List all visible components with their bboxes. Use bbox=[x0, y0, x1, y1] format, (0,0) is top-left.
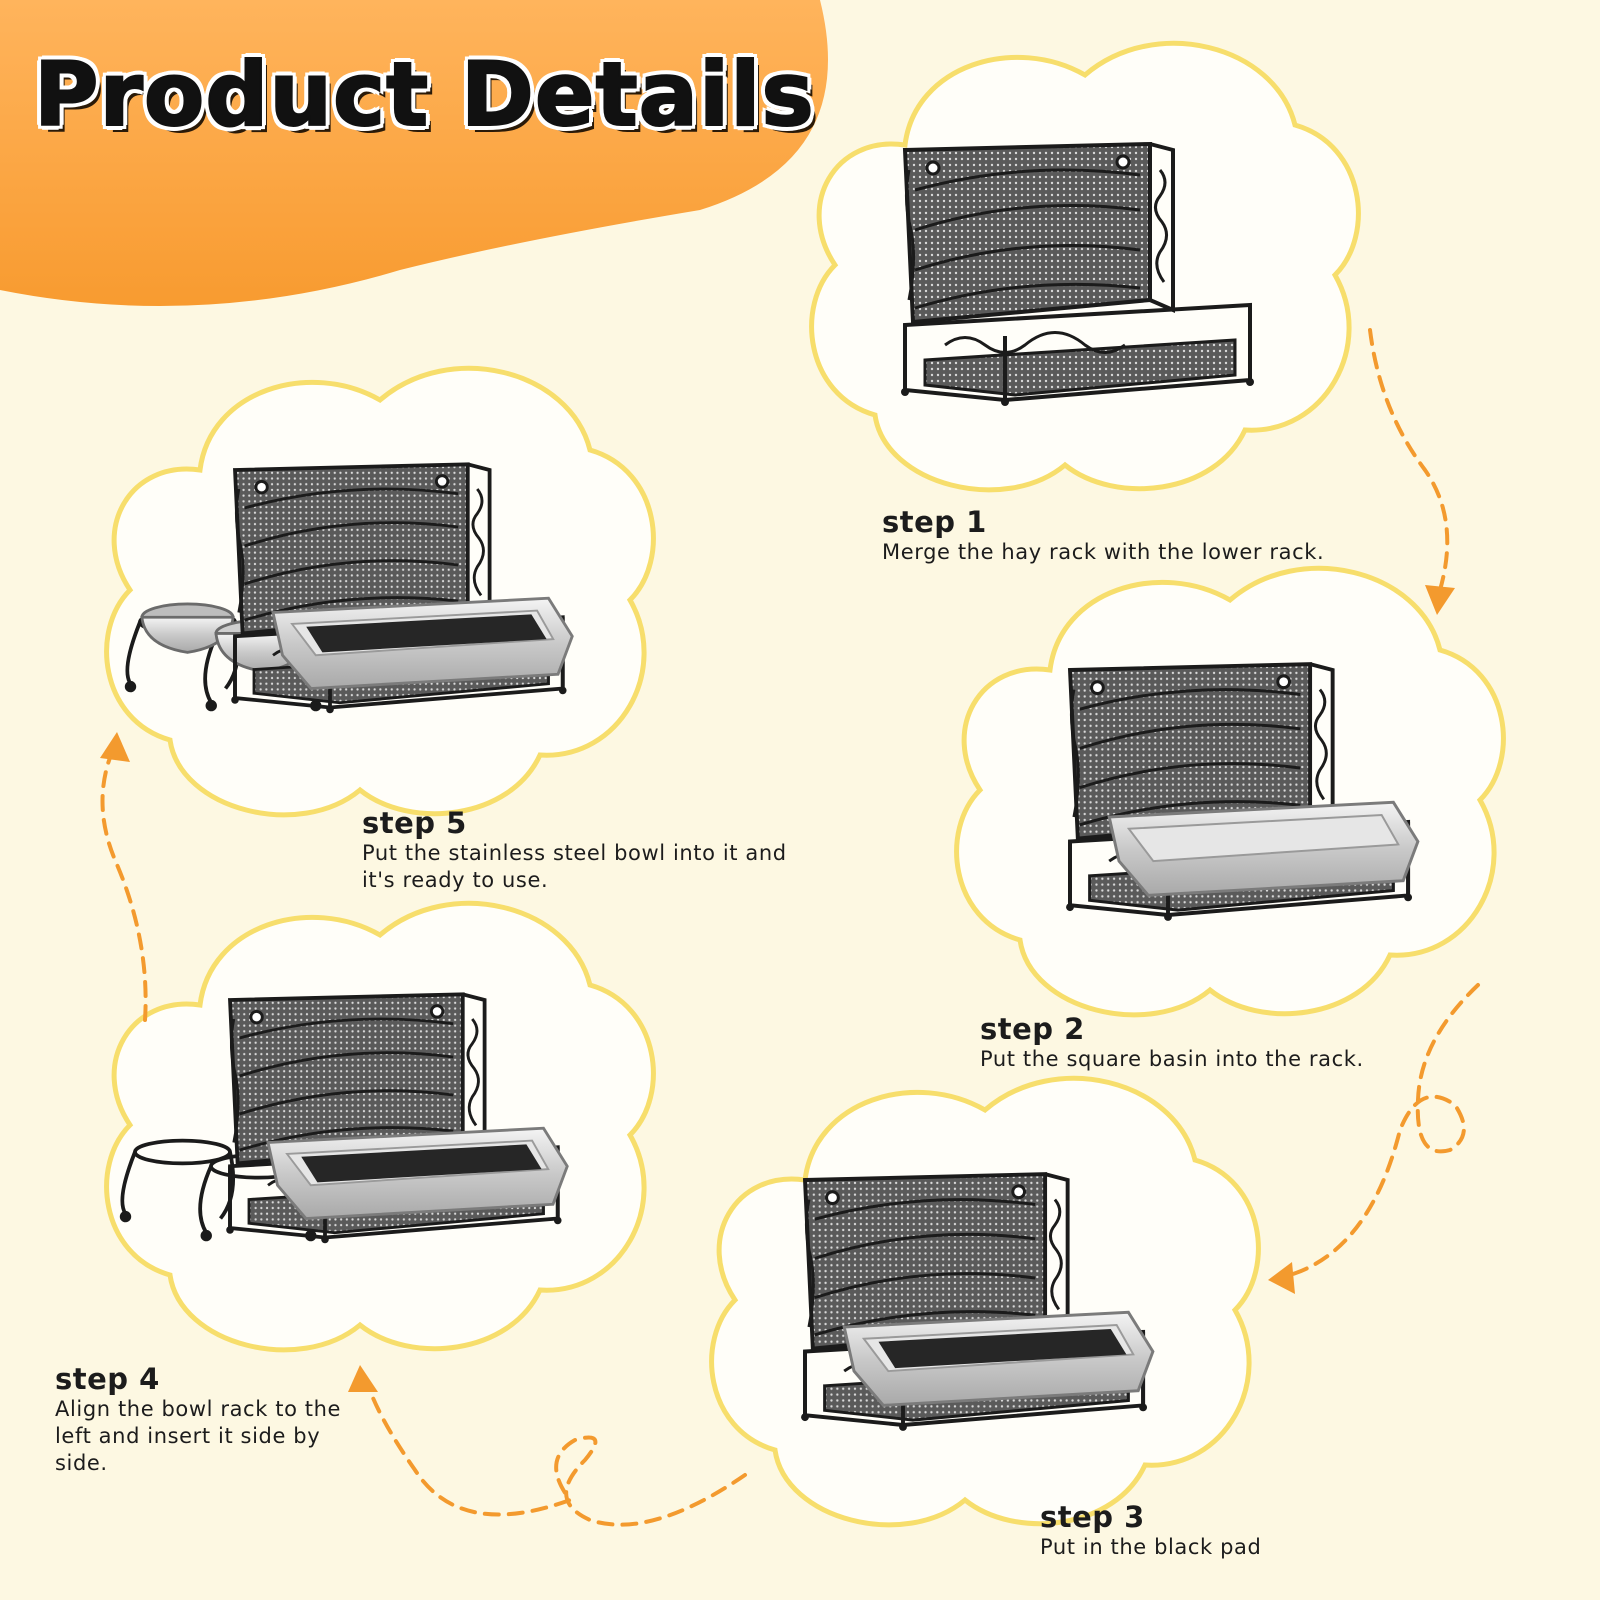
arrow-step1-to-step2 bbox=[1368, 328, 1450, 592]
step-4-description: Align the bowl rack to the left and inse… bbox=[55, 1397, 342, 1475]
arrowhead-step2 bbox=[1425, 585, 1455, 615]
step-5-description: Put the stainless steel bowl into it and… bbox=[362, 841, 787, 892]
page-title: Product Details bbox=[33, 42, 815, 147]
step-5-label: step 5 bbox=[362, 806, 467, 840]
step-2-label: step 2 bbox=[980, 1012, 1085, 1046]
step-3-label: step 3 bbox=[1040, 1500, 1145, 1534]
step-3-description: Put in the black pad bbox=[1040, 1535, 1262, 1559]
step-1-label: step 1 bbox=[882, 505, 987, 539]
step-2-description: Put the square basin into the rack. bbox=[980, 1047, 1364, 1071]
arrow-step3-to-step4 bbox=[366, 1383, 747, 1527]
arrowhead-step3 bbox=[1268, 1262, 1295, 1294]
arrow-step2-to-step3 bbox=[1288, 983, 1480, 1277]
step-1-description: Merge the hay rack with the lower rack. bbox=[882, 540, 1325, 564]
step-5-caption: step 5 Put the stainless steel bowl into… bbox=[362, 806, 822, 894]
step-2-caption: step 2 Put the square basin into the rac… bbox=[980, 1012, 1480, 1073]
step-4-caption: step 4 Align the bowl rack to the left a… bbox=[55, 1362, 365, 1477]
step-1-caption: step 1 Merge the hay rack with the lower… bbox=[882, 505, 1402, 566]
arrow-step4-to-step5 bbox=[100, 743, 148, 1022]
arrowhead-step5 bbox=[100, 732, 130, 762]
step-3-caption: step 3 Put in the black pad bbox=[1040, 1500, 1400, 1561]
step-4-label: step 4 bbox=[55, 1362, 160, 1396]
header-blob bbox=[0, 0, 828, 306]
arrowhead-step4 bbox=[348, 1365, 378, 1392]
